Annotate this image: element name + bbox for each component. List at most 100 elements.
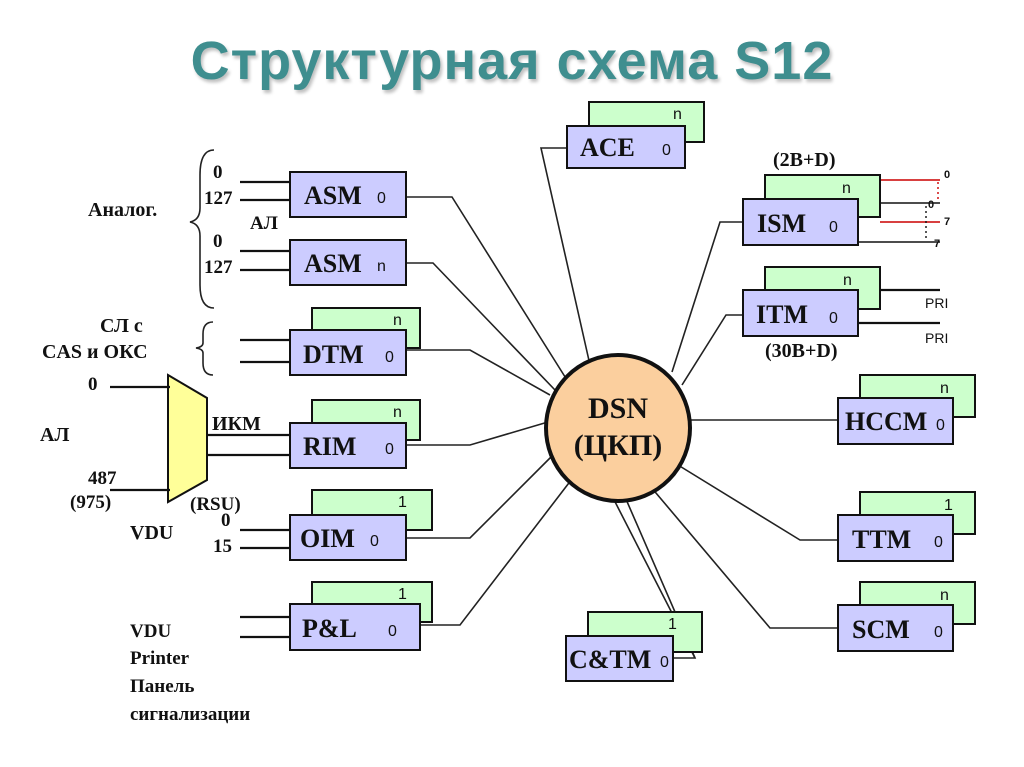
oim-name: OIM	[300, 524, 355, 553]
ace-front-card	[566, 125, 686, 169]
ism-black-0: 0	[928, 199, 934, 211]
itm-back-index: n	[843, 272, 852, 289]
itm-bottom-label: (30B+D)	[765, 340, 838, 362]
link-itm	[681, 314, 743, 386]
ace-back-index: n	[673, 106, 682, 123]
dsn-sublabel: (ЦКП)	[574, 429, 662, 462]
ikm-label: ИКМ	[212, 413, 261, 435]
pri-label-1: PRI	[925, 295, 948, 311]
itm-front-card	[742, 289, 859, 337]
ctm-name: C&TM	[569, 645, 651, 674]
pl-back-index: 1	[398, 586, 407, 603]
ism-red-7: 7	[944, 216, 950, 228]
asm2-index: n	[377, 258, 386, 275]
rsu-line-975: (975)	[70, 492, 111, 513]
link-scm	[644, 479, 838, 629]
pl-section: VDU Printer Панель сигнализации	[130, 615, 290, 725]
module-ctm: 1 C&TM 0	[565, 611, 703, 682]
ttm-name: TTM	[852, 525, 911, 554]
oim-section: VDU 0 15	[130, 510, 290, 557]
asm1-card	[289, 171, 407, 218]
link-asm2	[406, 262, 556, 391]
sl-label-2: CAS и ОКС	[42, 341, 148, 363]
link-rim	[406, 421, 549, 446]
module-scm: n SCM 0	[837, 581, 976, 652]
ctm-front-index: 0	[660, 654, 669, 671]
ttm-back-index: 1	[944, 497, 953, 514]
pl-signal-label: сигнализации	[130, 704, 250, 725]
pl-front-index: 0	[388, 623, 397, 640]
module-pl: 1 P&L 0	[289, 581, 433, 651]
sl-label-1: СЛ с	[100, 315, 143, 337]
rim-front-card	[289, 422, 407, 469]
dsn-circle	[544, 353, 692, 503]
ism-black-7: 7	[934, 238, 940, 250]
rsu-label: (RSU)	[190, 494, 241, 515]
asm1-line-0: 0	[213, 162, 223, 183]
oim-front-index: 0	[370, 533, 379, 550]
link-dtm	[406, 349, 551, 396]
asm2-line-127: 127	[204, 257, 233, 278]
pri-label-2: PRI	[925, 330, 948, 346]
ism-section: (2B+D) 0 0 7 7	[773, 149, 950, 250]
ace-front-index: 0	[662, 142, 671, 159]
module-rim: n RIM 0	[289, 399, 421, 469]
link-oim	[406, 454, 554, 539]
link-ace	[539, 147, 591, 366]
ctm-front-card	[565, 635, 674, 682]
ttm-front-index: 0	[934, 534, 943, 551]
dtm-front-index: 0	[385, 349, 394, 366]
rsu-line-487: 487	[88, 468, 117, 489]
asm2-card	[289, 239, 407, 286]
link-ttm	[677, 464, 838, 541]
oim-line-15: 15	[213, 536, 232, 557]
rim-back-index: n	[393, 404, 402, 421]
module-ttm: 1 TTM 0	[837, 491, 976, 562]
hccm-back-index: n	[940, 380, 949, 397]
rim-front-index: 0	[385, 441, 394, 458]
scm-back-index: n	[940, 587, 949, 604]
ism-back-index: n	[842, 180, 851, 197]
pl-printer-label: Printer	[130, 648, 190, 669]
dsn-node: DSN (ЦКП)	[544, 353, 692, 503]
scm-front-card	[837, 604, 954, 652]
ism-top-label: (2B+D)	[773, 149, 836, 171]
dtm-front-card	[289, 329, 407, 376]
oim-line-0: 0	[221, 510, 231, 531]
scm-name: SCM	[852, 615, 910, 644]
hccm-name: HCCM	[845, 407, 927, 436]
asm2-name: ASM	[304, 249, 362, 278]
hccm-front-index: 0	[936, 417, 945, 434]
slide-title: Структурная схема S12	[190, 31, 834, 91]
link-pl	[420, 474, 576, 626]
pl-front-card	[289, 603, 421, 651]
analog-section: Аналог. 0 127 АЛ 0 127	[88, 149, 290, 309]
oim-front-card	[289, 514, 407, 561]
ttm-front-card	[837, 514, 954, 562]
module-asm-n: ASM n	[289, 239, 407, 286]
oim-back-index: 1	[398, 494, 407, 511]
ctm-back-index: 1	[668, 616, 677, 633]
pl-name: P&L	[302, 614, 357, 643]
rim-name: RIM	[303, 432, 356, 461]
itm-section: PRI PRI (30B+D)	[765, 288, 948, 362]
scm-front-index: 0	[934, 624, 943, 641]
module-ism: n ISM 0	[742, 174, 881, 246]
rsu-section: 0 АЛ 487 (975) ИКМ (RSU)	[40, 373, 290, 515]
pl-vdu-label: VDU	[130, 621, 171, 642]
ism-front-index: 0	[829, 219, 838, 236]
ace-name: ACE	[580, 133, 635, 162]
asm1-line-127: 127	[204, 188, 233, 209]
itm-name: ITM	[756, 300, 808, 329]
al-rsu-label: АЛ	[40, 424, 69, 446]
trunk-section: СЛ с CAS и ОКС	[42, 315, 290, 376]
module-oim: 1 OIM 0	[289, 489, 433, 561]
rsu-line-0: 0	[88, 374, 98, 395]
dtm-back-index: n	[393, 312, 402, 329]
trunk-brace	[195, 321, 214, 376]
module-ace: n ACE 0	[566, 101, 705, 169]
ism-name: ISM	[757, 209, 806, 238]
link-asm1	[406, 196, 568, 381]
module-asm-0: ASM 0	[289, 171, 407, 218]
